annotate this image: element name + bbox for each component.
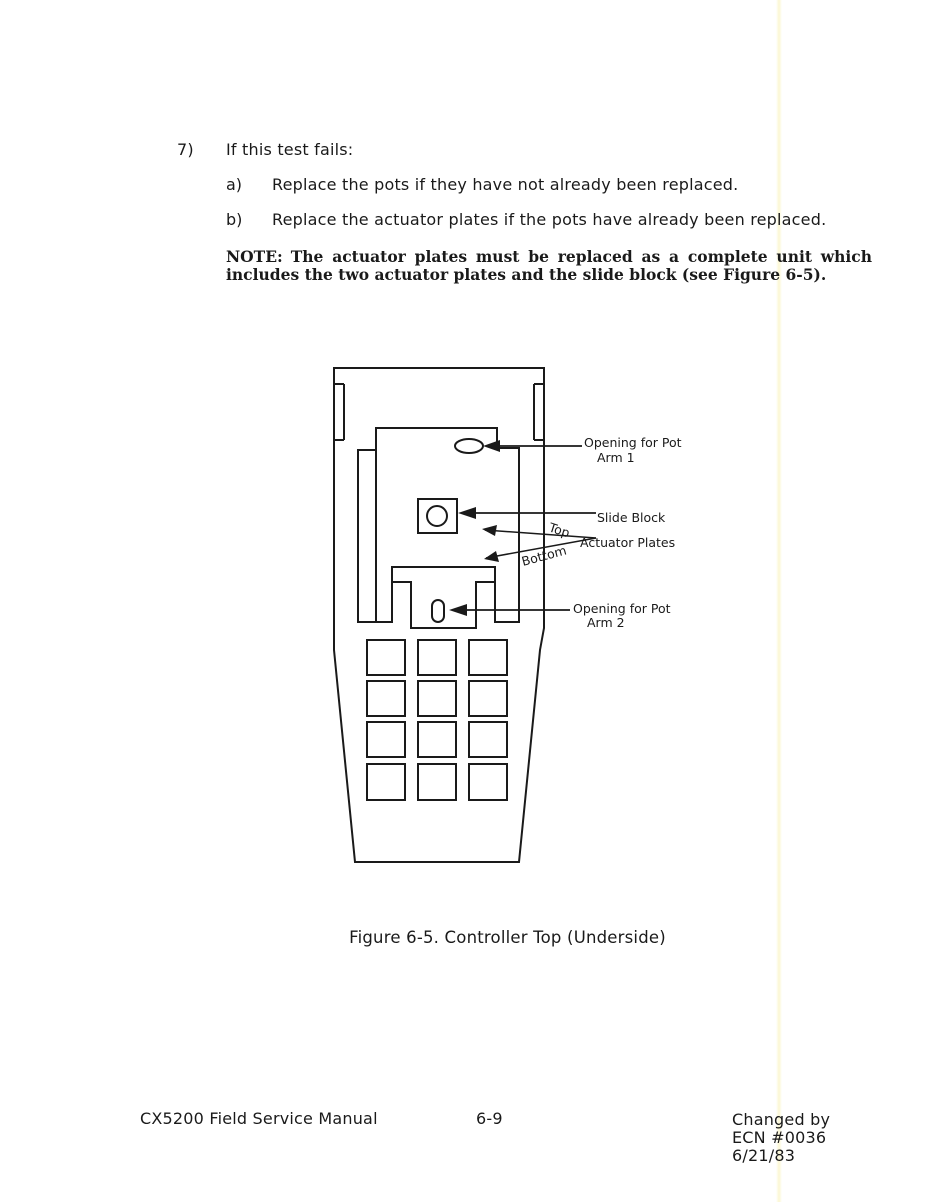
figure-caption: Figure 6-5. Controller Top (Underside) bbox=[349, 928, 666, 947]
sub-step-letter-b: b) bbox=[226, 210, 243, 229]
step-text: If this test fails: bbox=[226, 140, 354, 159]
arrow-pot-arm2 bbox=[449, 604, 467, 616]
note-label: NOTE: bbox=[226, 247, 283, 266]
footer-page-number: 6-9 bbox=[476, 1109, 503, 1128]
label-actuator-plates: Actuator Plates bbox=[580, 535, 675, 550]
note-paragraph: NOTE:The actuator plates must be replace… bbox=[226, 248, 872, 284]
footer-change-line2: ECN #0036 bbox=[732, 1128, 827, 1147]
slide-carrier bbox=[391, 566, 496, 629]
label-slide-block: Slide Block bbox=[597, 510, 666, 525]
pot-arm2-opening bbox=[431, 599, 445, 623]
label-top: Top bbox=[546, 519, 572, 540]
arrow-slide-block bbox=[458, 507, 476, 519]
label-opening-pot-arm1-1: Opening for Pot bbox=[584, 435, 682, 450]
sub-step-text-b: Replace the actuator plates if the pots … bbox=[272, 210, 827, 229]
housing-outline bbox=[333, 367, 545, 863]
arrow-bottom-plate bbox=[484, 551, 499, 562]
keypad-grid bbox=[366, 639, 508, 801]
arrow-top-plate bbox=[482, 525, 497, 536]
step-number: 7) bbox=[177, 140, 194, 159]
slide-block bbox=[417, 498, 458, 534]
label-opening-pot-arm2-2: Arm 2 bbox=[587, 615, 625, 630]
footer-change-line3: 6/21/83 bbox=[732, 1146, 796, 1165]
note-text: The actuator plates must be replaced as … bbox=[226, 247, 872, 284]
label-opening-pot-arm2-1: Opening for Pot bbox=[573, 601, 671, 616]
page-fold-line bbox=[776, 0, 782, 1202]
sub-step-letter-a: a) bbox=[226, 175, 243, 194]
arrow-pot-arm1 bbox=[483, 440, 500, 452]
panel-left-strip bbox=[357, 449, 376, 623]
footer-change-notice: Changed by ECN #0036 6/21/83 bbox=[732, 1111, 830, 1165]
footer-manual-title: CX5200 Field Service Manual bbox=[140, 1109, 378, 1128]
pot-arm1-opening bbox=[454, 438, 484, 454]
inner-panel bbox=[375, 427, 520, 623]
label-opening-pot-arm1-2: Arm 1 bbox=[597, 450, 635, 465]
footer-change-line1: Changed by bbox=[732, 1110, 831, 1129]
sub-step-text-a: Replace the pots if they have not alread… bbox=[272, 175, 739, 194]
controller-top-diagram: Opening for Pot Arm 1 Slide Block Actuat… bbox=[333, 367, 682, 863]
slide-block-hole bbox=[426, 505, 448, 527]
